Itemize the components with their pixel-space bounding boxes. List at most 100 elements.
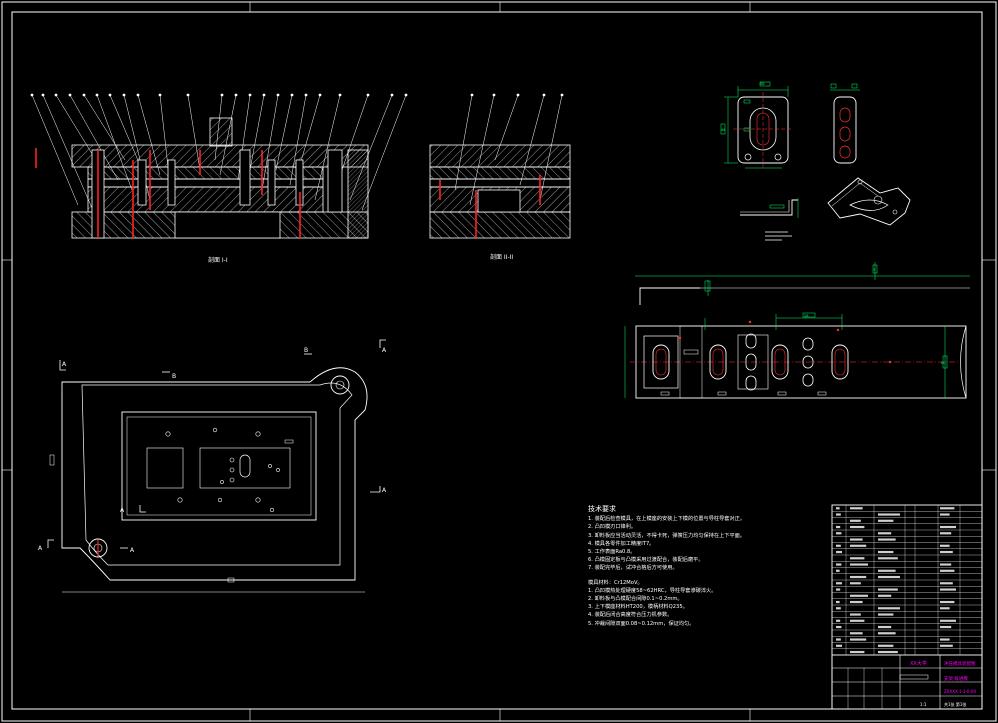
notes-heading: 技术要求 — [588, 505, 616, 513]
bom-cell-text — [836, 600, 840, 604]
bom-cell-text — [940, 563, 952, 566]
bom-cell-text — [940, 644, 953, 647]
notes-line: 1. 凸凹模热处理硬度58~62HRC，导柱导套渗碳淬火。 — [588, 587, 717, 594]
sheet-border-inner — [11, 11, 983, 710]
notes-line: 4. 模具各零件加工精度IT7。 — [588, 540, 655, 547]
technical-notes: 技术要求 1. 装配后检查模具，在上模座的安装上下模的位置与导柱导套对正。 2.… — [588, 505, 818, 628]
bom-cell-text — [836, 619, 841, 622]
bom-cell-text — [878, 613, 894, 616]
plan-marker: A — [120, 507, 125, 514]
strip-layout: 3 28 60 — [624, 262, 970, 399]
bom-cell-text — [836, 550, 842, 554]
plan-marker: A — [382, 487, 387, 494]
bom-cell-text — [850, 582, 861, 585]
bom-cell-text — [878, 607, 900, 610]
bom-cell-text — [836, 644, 842, 647]
bom-cell-text — [850, 594, 868, 597]
bom-cell-text — [940, 532, 952, 535]
notes-line: 模具材料：Cr12MoV。 — [588, 579, 643, 586]
bom-cell-text — [836, 525, 841, 529]
strip-dim-total: 60 — [941, 361, 946, 365]
plan-marker: B — [172, 373, 176, 380]
plan-marker: B — [304, 347, 308, 354]
section-2-label: 剖面 II-II — [490, 253, 513, 261]
plan-marker: A — [38, 545, 43, 552]
bom-cell-text — [878, 550, 894, 554]
bom-cell-text — [940, 600, 955, 604]
bom-cell-text — [850, 613, 861, 616]
bom-cell-text — [850, 600, 863, 604]
bom-cell-text — [850, 538, 863, 541]
bom-cell-text — [836, 513, 841, 516]
notes-line: 1. 装配后检查模具，在上模座的安装上下模的位置与导柱导套对正。 — [588, 516, 746, 523]
notes-line: 2. 凸凹模刃口锋利。 — [588, 524, 637, 531]
title-part-name: 支架 级进模 — [944, 675, 968, 682]
bom-cell-text — [878, 519, 894, 522]
part-dim-width: 58 — [760, 82, 765, 86]
bom-cell-text — [850, 507, 863, 510]
bom-cell-text — [940, 550, 953, 554]
section-view-1: 剖面 I-I — [30, 93, 408, 264]
bom-cell-text — [836, 569, 840, 572]
section-1-label: 剖面 I-I — [208, 256, 228, 264]
bom-cell-text — [836, 563, 842, 566]
bom-cell-text — [940, 582, 953, 585]
notes-line: 2. 卸料板与凸模配合间隙0.1~0.2mm。 — [588, 596, 683, 603]
title-sheet: 共1张 第1张 — [944, 701, 966, 707]
bom-cell-text — [878, 650, 898, 654]
notes-line: 3. 卸料板应当活动灵活，不得卡死，弹簧压力均匀保持在上下平面。 — [588, 532, 746, 539]
bom-cell-text — [940, 544, 950, 547]
plan-view: A A B B A A A A — [38, 339, 387, 593]
section-view-2: 剖面 II-II — [429, 93, 571, 261]
bom-cell-text — [878, 538, 896, 541]
bom-cell-text — [836, 544, 841, 547]
plan-marker: A — [62, 361, 67, 368]
bom-cell-text — [940, 525, 956, 529]
bom-cell-text — [878, 532, 892, 535]
part-dim-height: 46 — [721, 128, 726, 132]
bom-cell-text — [850, 619, 865, 622]
bom-cell-text — [940, 569, 955, 572]
bom-cell-text — [878, 632, 896, 635]
bom-table — [832, 505, 982, 655]
bom-cell-text — [850, 557, 865, 560]
bom-cell-text — [878, 644, 894, 647]
bom-cell-text — [850, 519, 861, 522]
bom-cell-text — [850, 544, 867, 547]
title-drawing-name: 冲压模具装配图 — [944, 660, 976, 667]
notes-line: 7. 装配完毕后，试冲合格后方可使用。 — [588, 565, 678, 572]
notes-line: 4. 装配后闭合高度符合压力机参数。 — [588, 612, 673, 619]
bom-cell-text — [836, 607, 841, 610]
notes-line: 5. 冲裁间隙双面0.08~0.12mm，保证均匀。 — [588, 620, 695, 627]
title-scale: 1:1 — [920, 702, 927, 707]
bom-cell-text — [850, 650, 865, 654]
bom-cell-text — [878, 625, 892, 629]
bom-cell-text — [836, 582, 842, 585]
bom-cell-text — [850, 632, 863, 635]
bom-cell-text — [850, 638, 867, 641]
bom-cell-text — [878, 588, 898, 591]
bom-cell-text — [940, 607, 950, 610]
plan-marker: A — [130, 547, 135, 554]
bom-cell-text — [836, 507, 840, 510]
bom-cell-text — [940, 638, 950, 641]
title-school: XX大学 — [910, 660, 927, 667]
bom-cell-text — [850, 575, 867, 579]
strip-dim-side: 3 — [873, 268, 875, 272]
notes-line: 3. 上下模座材料HT200，模柄材料Q235。 — [588, 604, 688, 611]
title-code: ZXXXX-1-1-0-00 — [944, 689, 976, 694]
bom-cell-text — [940, 625, 952, 629]
bom-cell-text — [940, 513, 950, 516]
title-block: XX大学 冲压模具装配图 支架 级进模 ZXXXX-1-1-0-00 1:1 共… — [831, 504, 983, 710]
bom-cell-text — [878, 569, 896, 572]
bom-cell-text — [878, 594, 892, 597]
bom-cell-text — [836, 588, 841, 591]
bom-cell-text — [836, 638, 841, 641]
strip-dim-pitch: 28 — [804, 314, 809, 318]
notes-line: 5. 工作表面Ra0.8。 — [588, 549, 636, 556]
bom-cell-text — [878, 513, 900, 516]
bom-cell-text — [878, 575, 900, 579]
